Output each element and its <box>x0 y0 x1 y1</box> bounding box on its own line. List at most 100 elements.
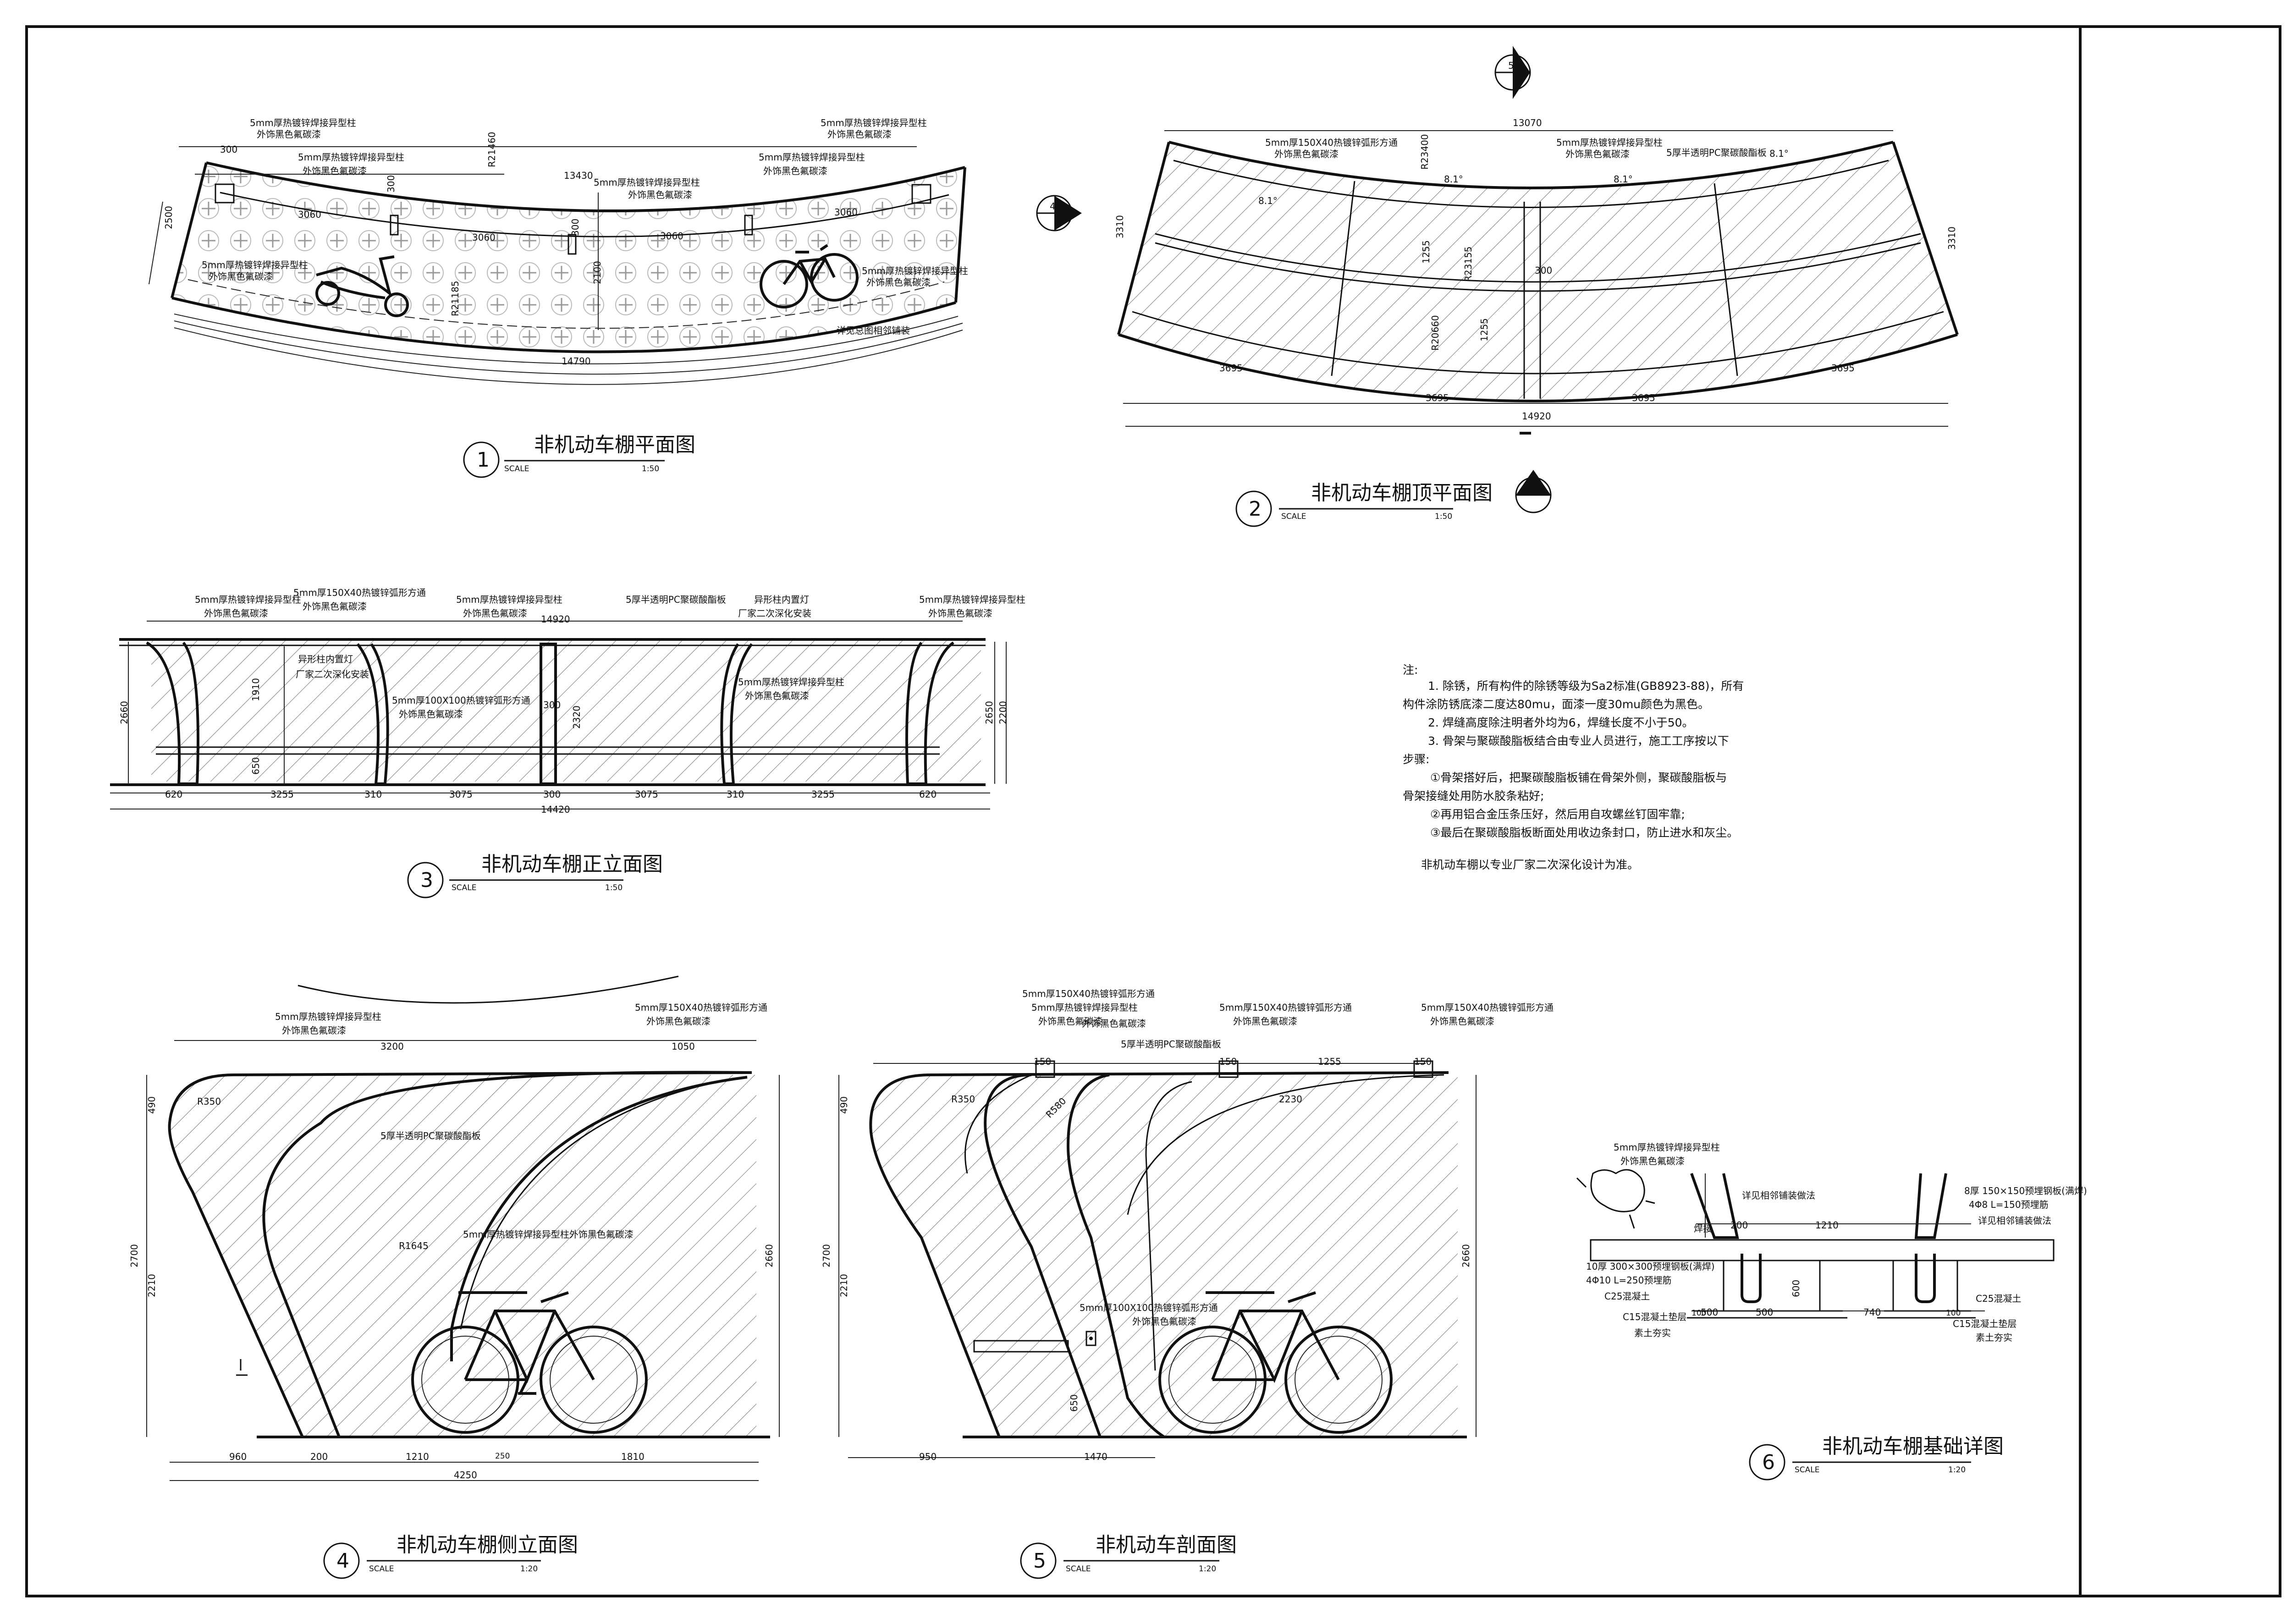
v6-label-8: 4Φ10 L=250预埋筋 <box>1586 1275 1671 1286</box>
v3-title: 非机动车棚正立面图 <box>481 853 663 876</box>
v6-label-6: 焊接 <box>1694 1223 1712 1234</box>
note-line-2: 2. 焊缝高度除注明者外均为6，焊缝长度不小于50。 <box>1428 716 1694 729</box>
v1-dim-9: 300 <box>570 219 581 236</box>
v3-scale-word: SCALE <box>452 883 477 892</box>
v5-dim-1: 150 <box>1219 1056 1237 1067</box>
v1-label-3: 外饰黑色氟碳漆 <box>827 129 892 140</box>
svg-text:5: 5 <box>1508 60 1514 71</box>
v4-dim-11: 250 <box>495 1452 510 1461</box>
v6-label-10: C15混凝土垫层 <box>1623 1311 1686 1322</box>
v3-label-16: 外饰黑色氟碳漆 <box>745 690 809 701</box>
v3-label-0: 5mm厚热镀锌焊接异型柱 <box>195 594 301 605</box>
v3-dim-1: 2660 <box>119 701 130 724</box>
v2-scale-word: SCALE <box>1281 512 1306 521</box>
v3-dim-17: 14420 <box>541 804 570 815</box>
v6-dim-4: 740 <box>1863 1307 1881 1318</box>
v5-label-1: 外饰黑色氟碳漆 <box>1038 1016 1102 1027</box>
v2-label-4: 5厚半透明PC聚碳酸酯板 <box>1666 147 1767 158</box>
v5-label-3: 外饰黑色氟碳漆 <box>1082 1018 1146 1029</box>
view-3-front-elevation: 5mm厚热镀锌焊接异型柱 外饰黑色氟碳漆 5mm厚150X40热镀锌弧形方通 外… <box>110 587 1025 898</box>
notes: 注: 1. 除锈，所有构件的除锈等级为Sa2标准(GB8923-88)，所有 构… <box>1403 663 1744 871</box>
v4-dim-5: 2700 <box>129 1244 140 1267</box>
v5-dim-2: 1255 <box>1318 1056 1341 1067</box>
v5-number-circle <box>1020 1542 1057 1579</box>
v5-label-4: 5厚半透明PC聚碳酸酯板 <box>1121 1039 1221 1050</box>
v5-dim-9: 2210 <box>838 1274 849 1297</box>
v5-scale: 1:20 <box>1199 1564 1216 1574</box>
v1-dim-11: R21185 <box>450 281 461 316</box>
v2-label-2: 5mm厚热镀锌焊接异型柱 <box>1556 137 1663 148</box>
v5-dim-11: 650 <box>1069 1394 1080 1412</box>
v6-dim-1: 1210 <box>1815 1220 1839 1231</box>
v2-dim-9: 1255 <box>1479 318 1490 341</box>
v1-label-2: 5mm厚热镀锌焊接异型柱 <box>821 117 927 128</box>
v5-dim-8: 2700 <box>821 1244 832 1267</box>
v3-label-4: 5mm厚热镀锌焊接异型柱 <box>456 594 562 605</box>
v1-label-13: 外饰黑色氟碳漆 <box>866 277 931 288</box>
v5-label-10: 外饰黑色氟碳漆 <box>1132 1316 1196 1327</box>
v2-dim-7: R23155 <box>1463 246 1474 282</box>
v3-number: 3 <box>420 869 433 892</box>
v4-dim-1: 1050 <box>672 1041 695 1052</box>
v1-dim-1: 13430 <box>564 170 593 181</box>
v1-label-12: 5mm厚热镀锌焊接异型柱 <box>862 265 968 276</box>
v5-dim-4: 490 <box>838 1096 849 1114</box>
v4-title: 非机动车棚侧立面图 <box>397 1533 578 1557</box>
v6-label-7: 10厚 300×300预埋钢板(满焊) <box>1586 1261 1715 1272</box>
v5-dim-5: R350 <box>951 1094 975 1105</box>
v1-label-7: 外饰黑色氟碳漆 <box>763 165 827 176</box>
v5-dim-10: 2660 <box>1460 1244 1471 1267</box>
note-line-1: 构件涂防锈底漆二度达80mu，面漆一度30mu颜色为黑色。 <box>1403 698 1709 711</box>
v3-label-5: 外饰黑色氟碳漆 <box>463 608 527 619</box>
bicycle-side-icon <box>411 1291 648 1434</box>
v3-label-15: 5mm厚热镀锌焊接异型柱 <box>738 677 844 688</box>
note-line-9: 非机动车棚以专业厂家二次深化设计为准。 <box>1421 858 1639 871</box>
v5-label-2: 5mm厚150X40热镀锌弧形方通 <box>1022 988 1155 999</box>
v1-label-4: 5mm厚热镀锌焊接异型柱 <box>298 152 404 163</box>
v2-dim-0: 13070 <box>1513 117 1542 128</box>
note-line-4: 步骤: <box>1403 753 1429 766</box>
v2-dim-14: 3695 <box>1632 392 1655 403</box>
section-mark-5: 5 <box>1494 46 1531 99</box>
v3-dim-8: 620 <box>165 789 182 800</box>
v3-dim-12: 300 <box>543 789 561 800</box>
note-line-7: ②再用铝合金压条压好，然后用自攻螺丝钉固牢靠; <box>1430 808 1685 821</box>
v3-label-6: 5厚半透明PC聚碳酸酯板 <box>626 594 726 605</box>
view-2-roof-plan: 5 4 3 5mm厚150X40热镀锌弧形方通 外饰黑色氟碳漆 5mm厚热镀锌焊… <box>1036 46 1959 527</box>
section-mark-3: 3 <box>1515 470 1552 513</box>
view-6-foundation-detail: 5mm厚热镀锌焊接异型柱 外饰黑色氟碳漆 详见相邻铺装做法 8厚 150×150… <box>1576 1142 2087 1481</box>
v6-label-12: C25混凝土 <box>1976 1293 2021 1304</box>
v3-label-14: 外饰黑色氟碳漆 <box>399 709 463 720</box>
v3-dim-6: 2650 <box>984 701 995 724</box>
v4-label-4: 5厚半透明PC聚碳酸酯板 <box>380 1130 481 1141</box>
v1-number: 1 <box>477 448 490 472</box>
v2-number: 2 <box>1249 497 1262 521</box>
v3-label-7: 异形柱内置灯 <box>754 594 809 605</box>
v2-label-0: 5mm厚150X40热镀锌弧形方通 <box>1265 137 1398 148</box>
v6-dim-3: 500 <box>1756 1307 1773 1318</box>
v2-dim-11: 300 <box>1535 265 1552 276</box>
v3-label-1: 外饰黑色氟碳漆 <box>204 608 268 619</box>
v6-label-0: 5mm厚热镀锌焊接异型柱 <box>1614 1142 1720 1153</box>
v1-dim-2: 2500 <box>163 206 174 229</box>
v3-label-8: 厂家二次深化安装 <box>738 608 811 619</box>
v6-scale: 1:20 <box>1948 1465 1966 1475</box>
v5-label-0: 5mm厚热镀锌焊接异型柱 <box>1031 1002 1138 1013</box>
v2-dim-10: R20660 <box>1430 315 1441 351</box>
note-line-3: 3. 骨架与聚碳酸脂板结合由专业人员进行，施工工序按以下 <box>1428 734 1729 748</box>
view-5-section: 5mm厚热镀锌焊接异型柱 外饰黑色氟碳漆 5mm厚150X40热镀锌弧形方通 外… <box>821 988 1554 1579</box>
v5-label-7: 5mm厚150X40热镀锌弧形方通 <box>1421 1002 1554 1013</box>
v1-label-10: 5mm厚热镀锌焊接异型柱 <box>202 259 308 270</box>
v6-label-2: 详见相邻铺装做法 <box>1742 1190 1815 1201</box>
v3-label-3: 外饰黑色氟碳漆 <box>303 601 367 612</box>
v1-label-8: 5mm厚热镀锌焊接异型柱 <box>594 177 700 188</box>
v4-dim-8: 960 <box>229 1451 247 1462</box>
svg-text:3: 3 <box>1529 483 1535 494</box>
v2-dim-4: 8.1° <box>1769 148 1789 159</box>
v3-dim-0: 14920 <box>541 614 570 625</box>
v1-dim-4: 300 <box>386 175 397 193</box>
v3-dim-5: 2320 <box>571 705 582 729</box>
v4-dim-0: 3200 <box>380 1041 404 1052</box>
v2-dim-1: 8.1° <box>1258 195 1278 206</box>
